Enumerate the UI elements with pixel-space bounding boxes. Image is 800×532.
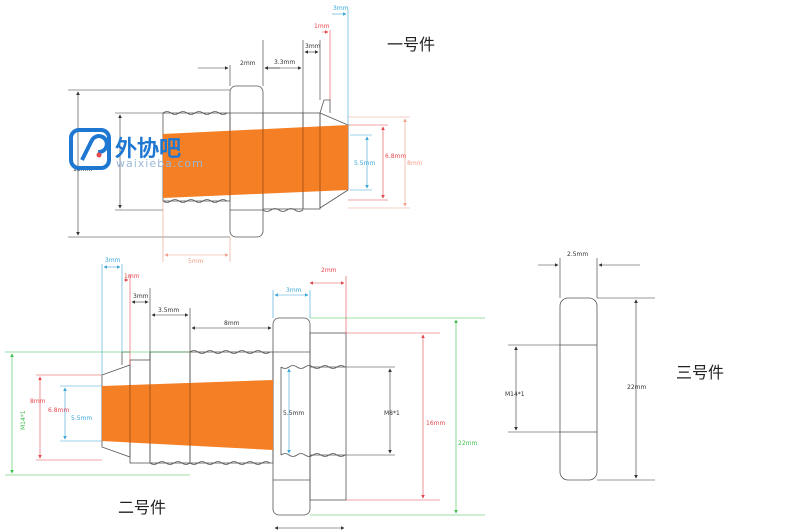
part2-dim-3mm: 3mm xyxy=(105,257,121,264)
part2-dim-8mm: 8mm xyxy=(224,320,240,327)
part1-dim-5-5mm: 5.5mm xyxy=(354,160,375,167)
part1-dim-3mm-top: 3mm xyxy=(333,5,349,12)
part2-dim-m14: M14*1 xyxy=(20,410,27,430)
part1-dim-6-8mm: 6.8mm xyxy=(385,153,406,160)
part2-dim-3-5mm: 3.5mm xyxy=(158,307,179,314)
part1-thread-top xyxy=(162,111,228,115)
part3-dim-m14: M14*1 xyxy=(505,391,525,398)
part2-dim-5-5mm-b: 5.5mm xyxy=(283,410,304,417)
part2-dim-m8: M8*1 xyxy=(384,410,400,417)
part2-dim-3mm-b: 3mm xyxy=(133,293,149,300)
part3-nut-body xyxy=(559,297,598,481)
part2-dim-3mm-c: 3mm xyxy=(286,287,302,294)
part2-dim-2mm: 2mm xyxy=(321,267,337,274)
part3-dim-2-5mm: 2.5mm xyxy=(567,251,588,258)
part1-dim-1mm: 1mm xyxy=(314,23,330,30)
part2-dim-8mm-h: 8mm xyxy=(30,398,46,405)
part2-dimensions: 3mm 1mm 3mm 3.5mm 8mm 3mm 2mm 8mm 6.8mm … xyxy=(5,257,485,530)
part2-dim-1mm: 1mm xyxy=(124,273,140,280)
logo-icon xyxy=(69,128,111,170)
part1-dim-2mm: 2mm xyxy=(240,60,256,67)
part2-dim-6-8mm: 6.8mm xyxy=(48,407,69,414)
logo-watermark: 外协吧 waixieba.com xyxy=(69,128,204,170)
title-part-1: 一号件 xyxy=(387,35,435,54)
part-3-drawing xyxy=(559,297,598,481)
part1-dim-3mm: 3mm xyxy=(305,43,321,50)
part1-dimensions: 12mm 2mm 3.3mm 3mm 1mm 3mm 5.5mm 6.8mm 8… xyxy=(68,5,423,265)
title-part-2: 二号件 xyxy=(118,498,166,517)
part2-right-thread xyxy=(309,332,347,501)
part1-dim-5mm: 5mm xyxy=(188,258,204,265)
part1-thread-mid xyxy=(262,208,304,212)
part1-dim-3-3mm: 3.3mm xyxy=(274,59,295,66)
part1-dim-8mm: 8mm xyxy=(407,160,423,167)
part-1-drawing xyxy=(162,85,349,238)
part2-dim-5-5mm: 5.5mm xyxy=(71,415,92,422)
part2-dim-16mm: 16mm xyxy=(426,420,445,427)
part1-lip xyxy=(319,99,331,114)
part3-dimensions xyxy=(508,258,655,481)
part3-dim-22mm: 22mm xyxy=(627,384,646,391)
part2-bore-fill xyxy=(102,380,273,450)
title-part-3: 三号件 xyxy=(676,363,724,382)
logo-name: 外协吧 xyxy=(115,136,181,162)
logo-url: waixieba.com xyxy=(116,157,204,170)
part1-bore-fill xyxy=(163,125,348,198)
part1-thread-bottom xyxy=(162,199,228,203)
part2-dim-22mm: 22mm xyxy=(458,440,477,447)
